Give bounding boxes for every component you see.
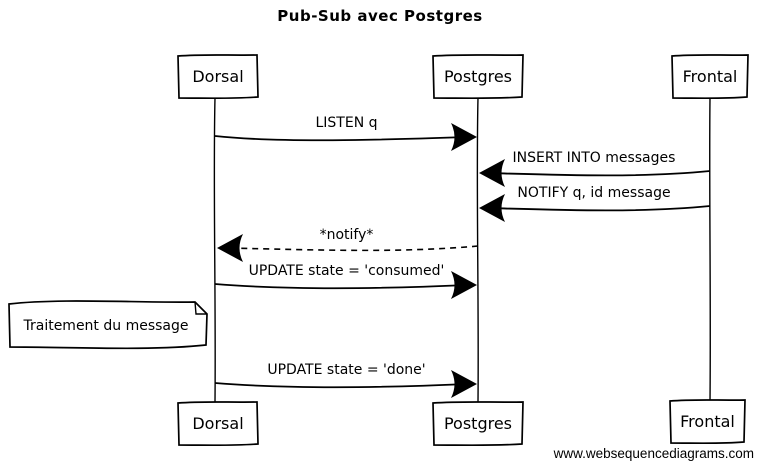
- watermark-text: www.websequencediagrams.com: [553, 446, 754, 461]
- message-label-notify-cmd: NOTIFY q, id message: [517, 185, 671, 201]
- message-label-listen: LISTEN q: [315, 115, 378, 131]
- arrow-line-5: [214, 382, 469, 389]
- message-label-update-consumed: UPDATE state = 'consumed': [248, 263, 445, 279]
- actor-box-postgres-bottom: [432, 401, 524, 447]
- arrow-line-2: [487, 205, 711, 212]
- lifeline-frontal: [709, 97, 711, 403]
- actor-box-frontal-top: [671, 54, 749, 100]
- arrow-line-4: [214, 283, 469, 290]
- actor-box-dorsal-top: [177, 54, 259, 100]
- message-label-insert: INSERT INTO messages: [512, 150, 676, 166]
- actor-box-frontal-bottom: [669, 399, 746, 445]
- actor-dorsal-top: Dorsal: [192, 67, 244, 86]
- message-label-notify-event: *notify*: [319, 227, 374, 243]
- note-fold-icon: [194, 301, 207, 315]
- arrow-line-3: [225, 245, 479, 252]
- arrowhead-4: [451, 271, 477, 299]
- lifeline-dorsal: [213, 97, 216, 403]
- note-shape: [8, 300, 208, 350]
- actor-postgres-bottom: Postgres: [443, 414, 513, 433]
- actor-frontal-top: Frontal: [682, 67, 738, 86]
- actor-box-dorsal-bottom: [177, 401, 259, 447]
- arrow-line-1: [487, 170, 711, 177]
- arrowhead-3: [217, 234, 243, 262]
- lifeline-postgres: [476, 97, 479, 403]
- actor-box-postgres-top: [432, 54, 524, 100]
- actor-frontal-bottom: Frontal: [680, 412, 735, 431]
- diagram-title: Pub-Sub avec Postgres: [277, 7, 483, 25]
- note-label: Traitement du message: [23, 318, 189, 334]
- actor-postgres-top: Postgres: [443, 67, 513, 86]
- actor-dorsal-bottom: Dorsal: [192, 414, 244, 433]
- arrowhead-0: [451, 123, 477, 151]
- arrowhead-1: [479, 159, 505, 187]
- arrowhead-2: [479, 194, 505, 222]
- arrow-line-0: [214, 135, 469, 142]
- message-label-update-done: UPDATE state = 'done': [267, 362, 426, 378]
- arrowhead-5: [451, 370, 477, 398]
